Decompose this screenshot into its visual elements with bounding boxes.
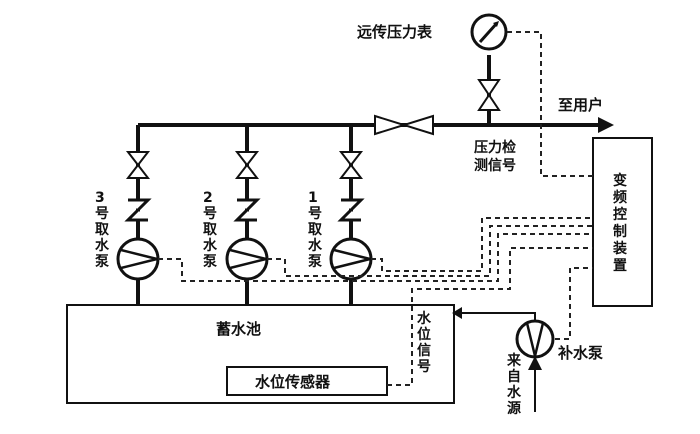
pump2-valve	[234, 151, 260, 179]
pump2-label-char: 水	[203, 237, 218, 254]
pump3-label-char: 泵	[95, 254, 109, 270]
controller-char: 装	[612, 240, 628, 257]
pump1-valve	[338, 151, 364, 179]
level-sensor-label: 水位传感器	[255, 373, 331, 391]
level-signal-char: 号	[417, 359, 431, 375]
pump1-check-valve	[337, 198, 365, 222]
gauge-branch-valve	[477, 79, 501, 111]
water-source-char: 来	[506, 353, 522, 369]
pump2-label-char: 2	[203, 190, 213, 206]
pump2-label: 2 号 取 水 泵	[203, 190, 218, 270]
makeup-pump-icon	[515, 319, 555, 359]
pump3-label-char: 3	[95, 190, 105, 206]
vfd-controller-box	[592, 137, 653, 307]
controller-char: 变	[613, 172, 627, 189]
controller-label: 变 频 控 制 装 置	[612, 172, 628, 274]
pump1-label-char: 1	[308, 190, 318, 206]
pump2-label-char: 取	[203, 222, 218, 238]
makeup-control-line	[555, 267, 593, 340]
water-source-char: 源	[507, 400, 521, 417]
pump3-valve	[125, 151, 151, 179]
pump1-label-char: 水	[308, 237, 323, 254]
to-user-label: 至用户	[558, 96, 603, 114]
pump3-check-valve	[124, 198, 152, 222]
level-sensor-box	[226, 366, 388, 396]
pump3-label-char: 取	[95, 222, 110, 238]
level-signal-char: 位	[417, 326, 431, 343]
controller-char: 频	[613, 189, 627, 206]
level-signal-label: 水 位 信 号	[417, 310, 432, 375]
pressure-signal-label-line1: 压力检	[474, 139, 516, 156]
tank-label: 蓄水池	[216, 320, 261, 338]
level-signal-char: 信	[417, 342, 431, 359]
makeup-pump-label: 补水泵	[557, 344, 603, 362]
to-user-arrow	[598, 117, 614, 133]
pump1-label-char: 取	[308, 222, 323, 238]
pump1-label: 1 号 取 水 泵	[308, 190, 323, 270]
pump2-control-line	[267, 225, 593, 277]
pump2-check-valve	[233, 198, 261, 222]
makeup-inlet-arrow	[452, 307, 462, 319]
pump3-label: 3 号 取 水 泵	[95, 190, 110, 270]
pressure-signal-label-line2: 测信号	[474, 157, 516, 174]
pump3-label-char: 水	[95, 237, 110, 254]
pump1-icon	[329, 237, 373, 281]
water-source-label: 来 自 水 源	[506, 353, 522, 417]
pump1-label-char: 泵	[308, 254, 322, 270]
controller-char: 控	[613, 206, 627, 223]
level-signal-line	[387, 247, 593, 386]
pump2-icon	[225, 237, 269, 281]
water-source-char: 水	[507, 384, 522, 401]
pump1-label-char: 号	[308, 206, 322, 222]
water-source-arrow	[528, 356, 542, 370]
pump3-icon	[116, 237, 160, 281]
gauge-label: 远传压力表	[357, 23, 433, 41]
controller-char: 置	[613, 257, 627, 274]
level-signal-char: 水	[417, 310, 432, 327]
pump3-label-char: 号	[95, 206, 109, 222]
main-gate-valve	[374, 114, 434, 136]
pressure-gauge-icon	[470, 13, 508, 51]
pump2-label-char: 泵	[203, 254, 217, 270]
water-source-char: 自	[507, 368, 521, 385]
pump2-label-char: 号	[203, 206, 217, 222]
controller-char: 制	[613, 223, 627, 240]
pump3-control-line	[158, 233, 593, 282]
pump1-control-line	[371, 217, 593, 272]
makeup-pump-outlet-pipe	[462, 312, 536, 321]
